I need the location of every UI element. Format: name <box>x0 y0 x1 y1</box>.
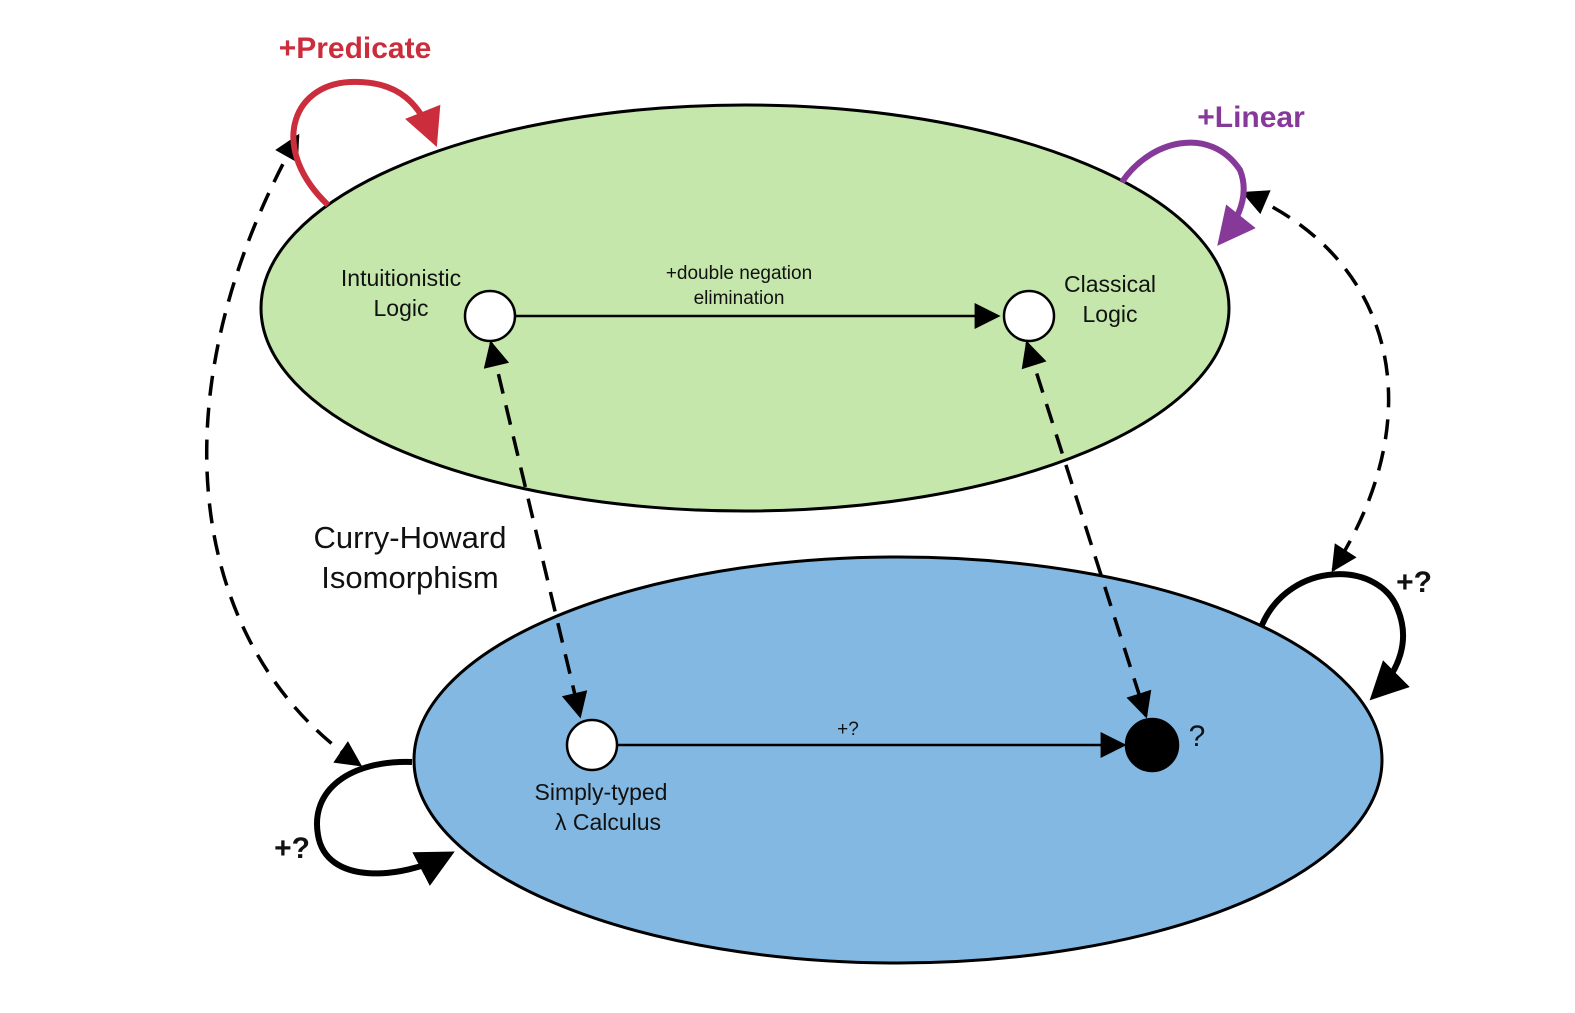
intuitionistic-label-line2: Logic <box>374 295 429 321</box>
predicate-correspondence-link <box>204 133 363 767</box>
classical-to-unknown-link <box>1021 340 1152 719</box>
simply-typed-label-line2: λ Calculus <box>555 809 661 835</box>
simply-typed-label-line1: Simply-typed <box>535 779 668 805</box>
unknown-node-label: ? <box>1189 720 1206 753</box>
classical-logic-node <box>1002 289 1056 343</box>
curry-howard-label-line2: Isomorphism <box>321 560 498 595</box>
calculus-right-loop-arrow <box>1259 571 1410 701</box>
linear-correspondence-link <box>1241 190 1391 573</box>
calculus-left-loop-arrow <box>314 758 455 886</box>
predicate-extension-label: +Predicate <box>279 32 432 65</box>
simply-typed-node <box>565 718 619 772</box>
calculus-edge-label: +? <box>837 719 859 740</box>
predicate-loop-arrow <box>290 78 441 208</box>
double-negation-label-line2: elimination <box>694 288 785 309</box>
classical-label-line2: Logic <box>1083 301 1138 327</box>
intuitionistic-logic-node <box>463 289 517 343</box>
calculus-right-extension-label: +? <box>1396 566 1432 599</box>
double-negation-label-line1: +double negation <box>666 263 812 284</box>
calculus-region <box>412 555 1384 965</box>
unknown-node <box>1124 717 1180 773</box>
linear-extension-label: +Linear <box>1197 101 1305 134</box>
curry-howard-label-line1: Curry-Howard <box>314 520 507 555</box>
intuitionistic-label-line1: Intuitionistic <box>341 265 461 291</box>
linear-loop-arrow <box>1119 139 1256 246</box>
classical-label-line1: Classical <box>1064 271 1156 297</box>
calculus-left-extension-label: +? <box>274 832 310 865</box>
